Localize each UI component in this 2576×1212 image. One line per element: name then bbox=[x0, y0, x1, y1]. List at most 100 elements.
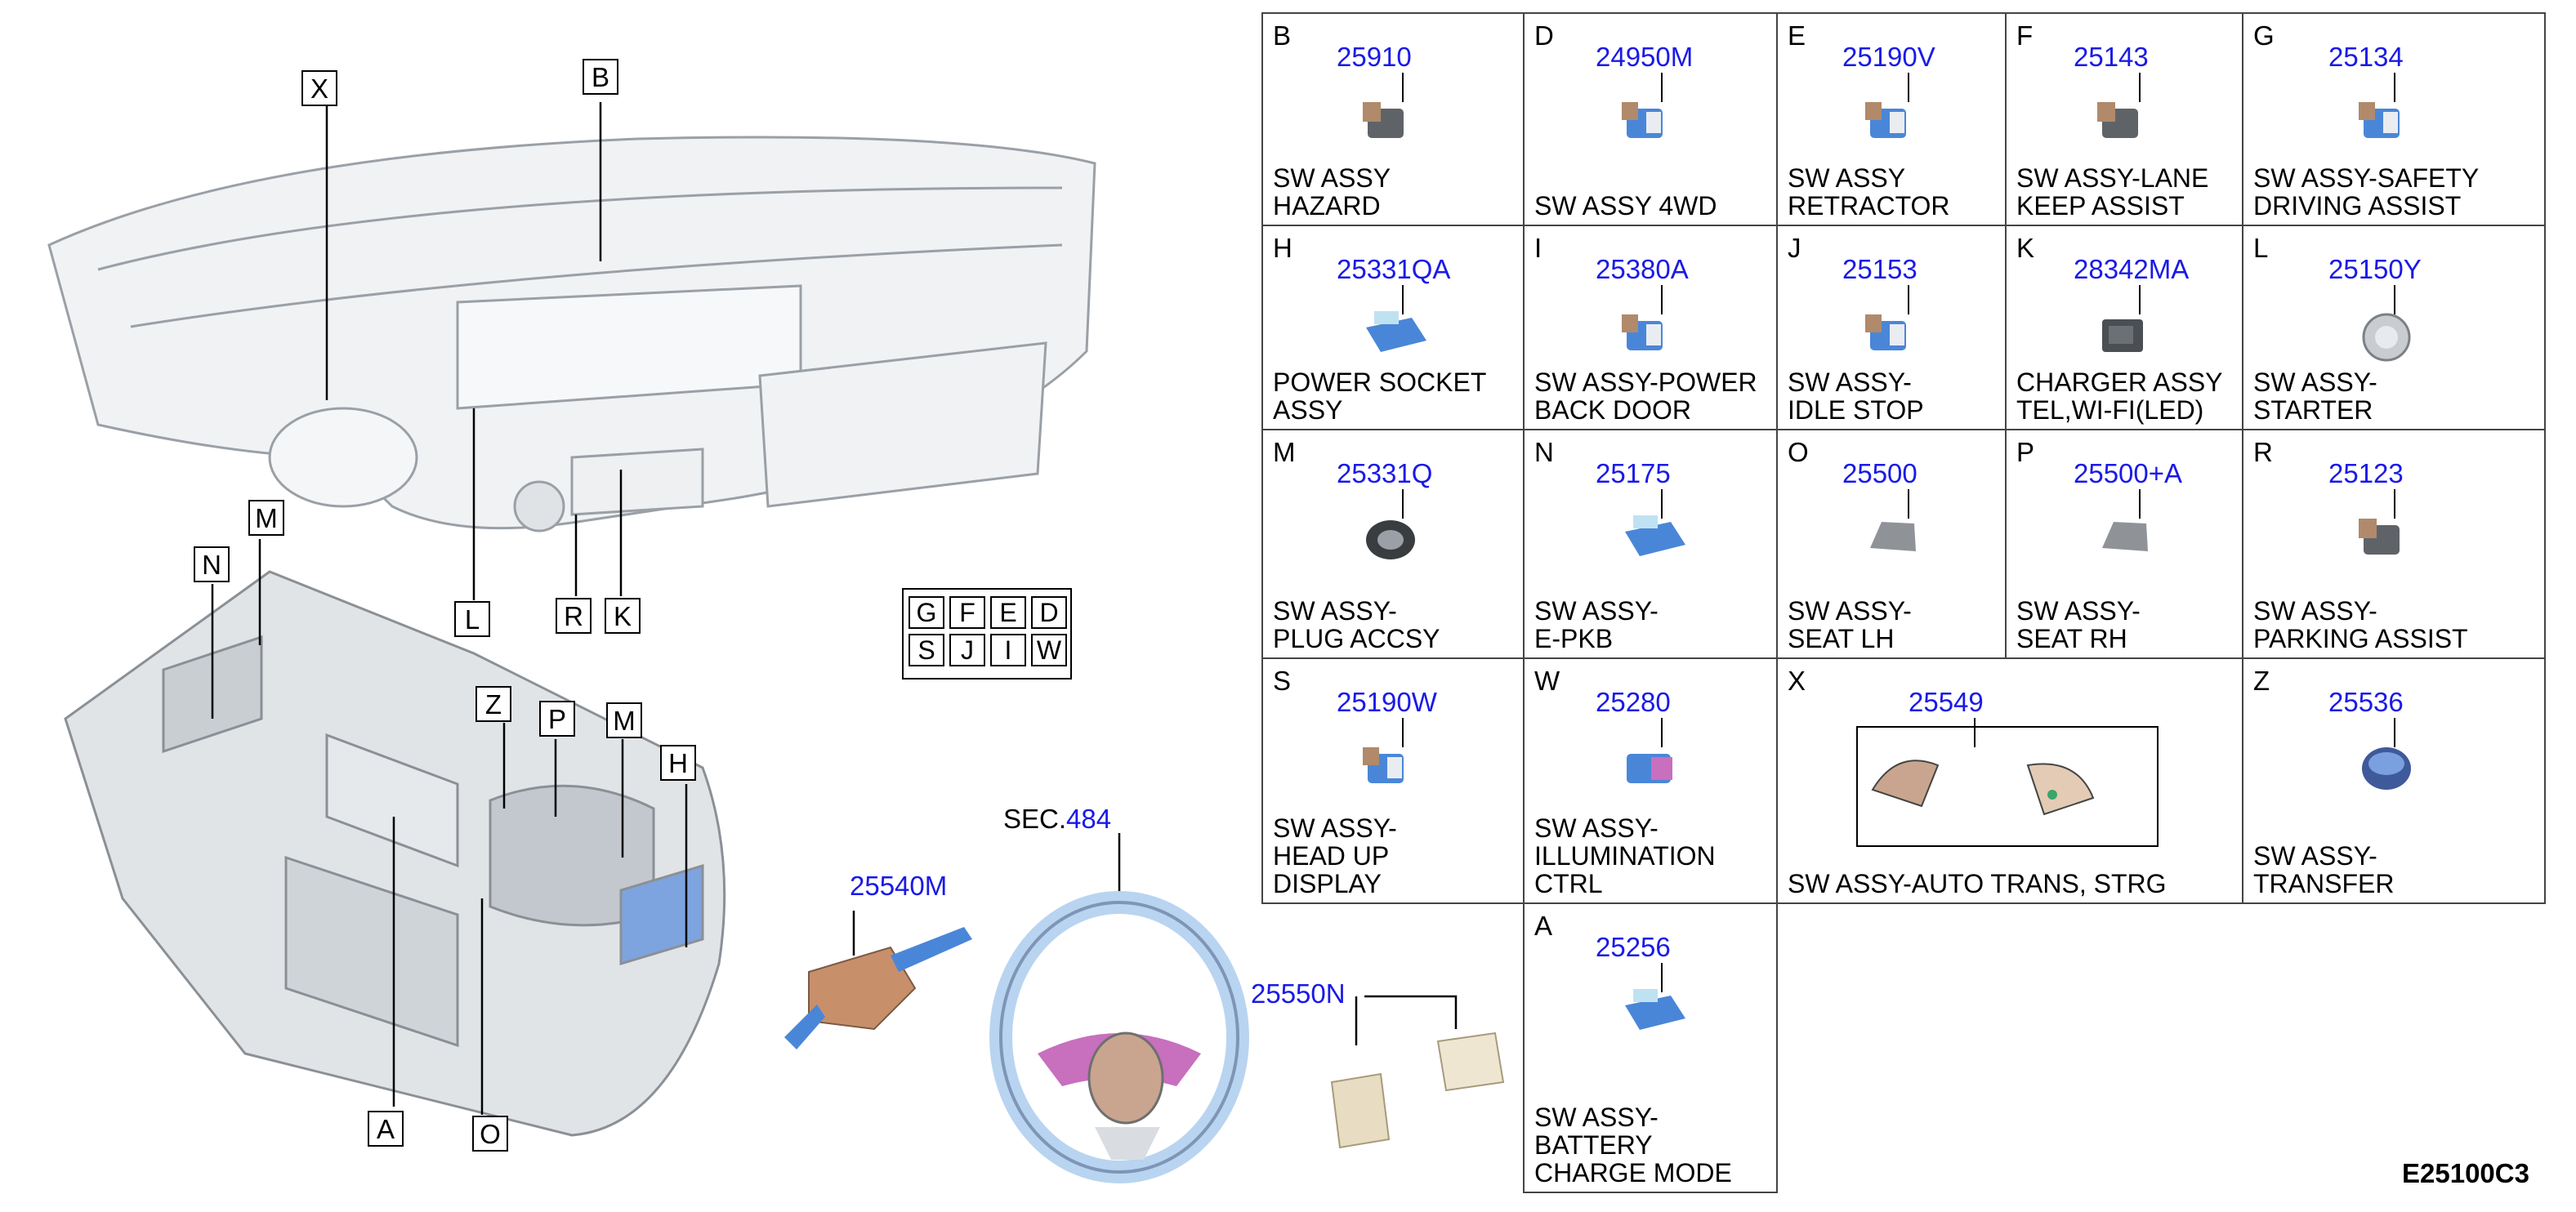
key-cell: J bbox=[949, 634, 985, 666]
part-letter: N bbox=[1534, 437, 1554, 467]
part-letter: W bbox=[1534, 666, 1560, 696]
leader-line bbox=[1402, 285, 1404, 314]
callout-b: B bbox=[583, 59, 618, 95]
callout-m-upper: M bbox=[248, 500, 284, 536]
diagram-code: E25100C3 bbox=[2402, 1158, 2529, 1188]
part-letter: O bbox=[1788, 437, 1809, 467]
leader-line bbox=[1661, 963, 1663, 992]
part-description: CHARGER ASSY TEL,WI-FI(LED) bbox=[2016, 368, 2223, 425]
switch-part-icon bbox=[2102, 522, 2148, 551]
switch-part-icon bbox=[2362, 313, 2411, 362]
callout-a: A bbox=[368, 1111, 404, 1147]
part-letter: S bbox=[1273, 666, 1292, 696]
key-cell: G bbox=[909, 596, 944, 629]
switch-part-icon bbox=[1363, 747, 1404, 783]
switch-part-icon bbox=[1625, 515, 1685, 556]
switch-part-icon bbox=[2097, 102, 2138, 138]
steering-wheel-drawing bbox=[989, 833, 1249, 1183]
part-letter: X bbox=[1788, 666, 1806, 696]
switch-part-icon bbox=[1366, 311, 1426, 352]
callout-z: Z bbox=[475, 686, 511, 722]
part-letter: B bbox=[1273, 20, 1292, 51]
part-letter: Z bbox=[2253, 666, 2270, 696]
key-cell: E bbox=[990, 596, 1026, 629]
part-number: 25190W bbox=[1337, 687, 1437, 717]
part-number: 25123 bbox=[2328, 458, 2404, 488]
leader-line bbox=[2394, 489, 2395, 519]
part-number: 25150Y bbox=[2328, 254, 2422, 284]
part-number: 25549 bbox=[1909, 687, 1984, 717]
part-letter: A bbox=[1534, 911, 1553, 941]
part-number: 25536 bbox=[2328, 687, 2404, 717]
part-description: SW ASSY- STARTER bbox=[2253, 368, 2377, 425]
callout-l: L bbox=[454, 601, 490, 637]
section-number: 484 bbox=[1066, 804, 1112, 834]
key-cell: W bbox=[1031, 634, 1067, 666]
part-number: 24950M bbox=[1596, 42, 1694, 72]
switch-part-icon bbox=[1627, 754, 1672, 783]
part-letter: H bbox=[1273, 233, 1292, 263]
part-number: 25190V bbox=[1842, 42, 1935, 72]
callout-n: N bbox=[194, 546, 230, 582]
leader-line bbox=[1908, 489, 1909, 519]
leader-line bbox=[1402, 718, 1404, 747]
part-number: 25380A bbox=[1596, 254, 1689, 284]
leader-line bbox=[2139, 285, 2141, 314]
part-letter: P bbox=[2016, 437, 2035, 467]
switch-part-icon bbox=[1871, 760, 2095, 816]
part-description: SW ASSY- PARKING ASSIST bbox=[2253, 596, 2468, 653]
key-cell: I bbox=[990, 634, 1026, 666]
part-letter: D bbox=[1534, 20, 1554, 51]
part-number: 25175 bbox=[1596, 458, 1671, 488]
switch-part-icon bbox=[2102, 319, 2143, 352]
callout-k: K bbox=[605, 598, 641, 634]
leader-line bbox=[2139, 489, 2141, 519]
leader-line bbox=[2139, 73, 2141, 102]
center-console-drawing bbox=[64, 570, 726, 1137]
part-number: 25143 bbox=[2074, 42, 2149, 72]
view-key-frame bbox=[902, 588, 1072, 680]
part-description: SW ASSY- ILLUMINATION CTRL bbox=[1534, 813, 1716, 898]
section-reference: SEC.484 bbox=[1003, 804, 1111, 835]
part-description: SW ASSY-LANE KEEP ASSIST bbox=[2016, 163, 2209, 221]
part-number: 25910 bbox=[1337, 42, 1412, 72]
section-prefix: SEC. bbox=[1003, 804, 1067, 834]
switch-part-icon bbox=[1870, 522, 1916, 551]
switch-part-icon bbox=[1625, 989, 1685, 1030]
key-cell: D bbox=[1031, 596, 1067, 629]
switch-part-icon bbox=[1622, 314, 1663, 350]
part-letter: M bbox=[1273, 437, 1296, 467]
switch-part-icon bbox=[1622, 102, 1663, 138]
part-number: 25134 bbox=[2328, 42, 2404, 72]
part-number-steering-switch: 25550N bbox=[1251, 978, 1346, 1009]
callout-o: O bbox=[472, 1116, 508, 1152]
part-description: SW ASSY-POWER BACK DOOR bbox=[1534, 368, 1757, 425]
switch-part-icon bbox=[1366, 520, 1415, 559]
part-cell-b: B 25910 SW ASSY HAZARD bbox=[1261, 12, 1525, 226]
part-number: 25256 bbox=[1596, 932, 1671, 962]
part-description: SW ASSY HAZARD bbox=[1273, 163, 1391, 221]
switch-part-icon bbox=[2359, 519, 2400, 555]
leader-line bbox=[1661, 285, 1663, 314]
part-description: SW ASSY-SAFETY DRIVING ASSIST bbox=[2253, 163, 2480, 221]
leader-line bbox=[2394, 285, 2395, 314]
callout-h: H bbox=[660, 745, 696, 781]
leader-line bbox=[2394, 718, 2395, 747]
